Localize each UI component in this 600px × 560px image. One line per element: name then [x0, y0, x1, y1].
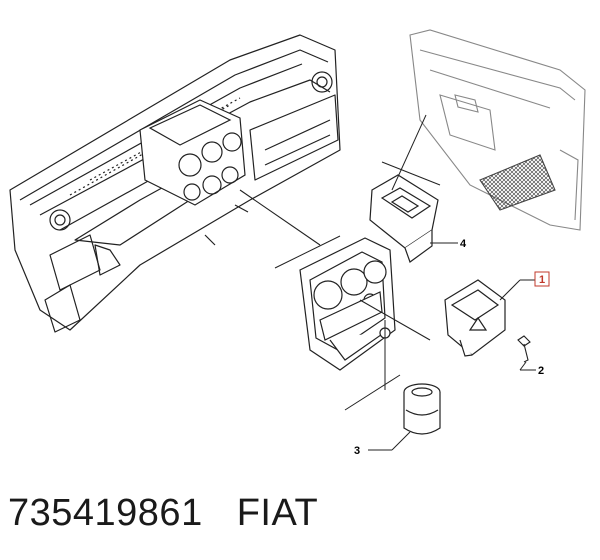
- brand-name: FIAT: [236, 492, 319, 534]
- leader-bezel-to-part1: [359, 299, 431, 341]
- leader-switch-bracket: [381, 161, 441, 186]
- leader-3: [391, 431, 411, 451]
- callout-1: 1: [539, 274, 545, 286]
- part-3-socket: [403, 383, 441, 435]
- leader-door-to-switch: [391, 114, 427, 191]
- console-bezel: [299, 237, 396, 371]
- exploded-parts-diagram: 1 2 3 4: [9, 29, 586, 457]
- part-number: 735419861: [8, 492, 203, 534]
- callout-3: 3: [354, 445, 360, 457]
- part-caption: 735419861 FIAT: [8, 492, 352, 535]
- leader-dash-to-bezel: [239, 189, 321, 246]
- door-panel: [409, 29, 586, 231]
- callout-2: 2: [538, 365, 544, 377]
- leader-bezel-bracket: [274, 235, 341, 269]
- part-2-screw: [517, 335, 531, 363]
- callout-1-box: [534, 271, 550, 287]
- dashboard-center-panel: [139, 99, 246, 206]
- callout-4: 4: [460, 238, 467, 250]
- part-1-hazard-switch: [444, 279, 506, 357]
- leader-1: [499, 279, 521, 301]
- leader-2: [519, 361, 527, 371]
- part-4-switch: [369, 174, 439, 263]
